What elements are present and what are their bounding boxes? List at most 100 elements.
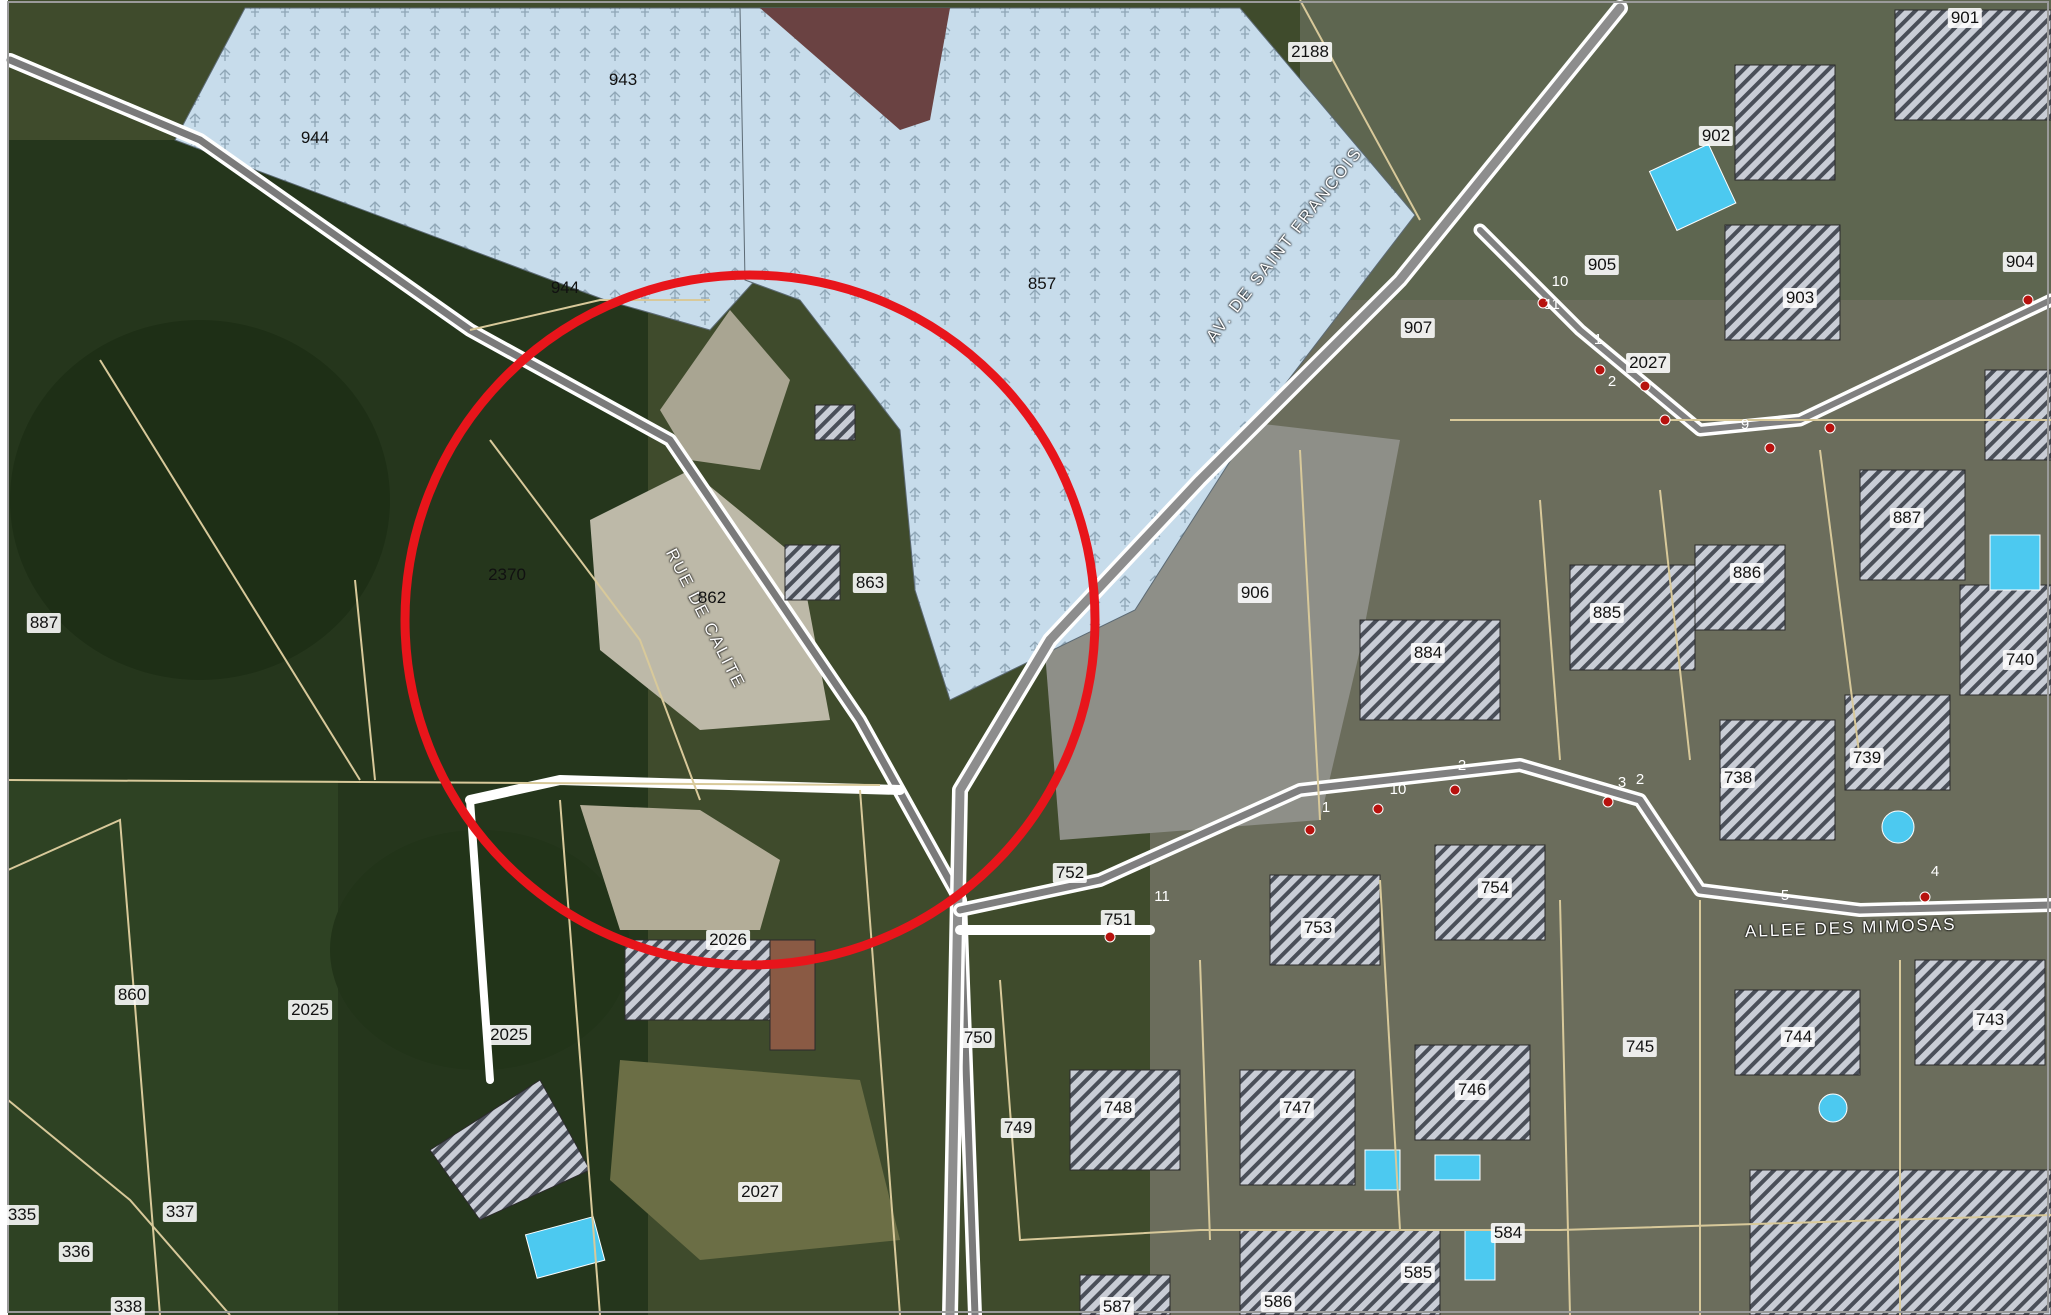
parcel-label-903: 903 — [1782, 288, 1818, 308]
building — [1359, 619, 1501, 721]
building — [1569, 564, 1696, 671]
highlight-circle[interactable] — [400, 270, 1100, 970]
parcel-label-739: 739 — [1849, 748, 1885, 768]
road-marker-dots — [1104, 294, 2034, 943]
road-marker-label: 1 — [1593, 331, 1603, 348]
parcel-label-907: 907 — [1400, 318, 1436, 338]
road-marker-label: 11 — [1544, 296, 1560, 313]
parcel-label-886: 886 — [1729, 563, 1765, 583]
road-marker-label: 10 — [1551, 273, 1569, 290]
parcel-label-751: 751 — [1100, 910, 1136, 930]
parcel-label-584: 584 — [1490, 1223, 1526, 1243]
parcel-label-906: 906 — [1237, 583, 1273, 603]
pool — [1464, 1229, 1496, 1281]
building — [429, 1079, 591, 1221]
parcel-label-863: 863 — [852, 573, 888, 593]
parcel-label-745: 745 — [1622, 1037, 1658, 1057]
parcel-label-750: 750 — [960, 1028, 996, 1048]
building — [1984, 369, 2051, 461]
road-marker-label: 9 — [1740, 416, 1750, 433]
parcel-label-884: 884 — [1410, 643, 1446, 663]
parcel-label-753: 753 — [1300, 918, 1336, 938]
parcel-label-902: 902 — [1698, 126, 1734, 146]
parcel-label-2027: 2027 — [1626, 353, 1670, 373]
building — [1734, 64, 1836, 181]
road-network — [3, 0, 2051, 1315]
greenhouse-strip — [760, 8, 950, 130]
pool — [1648, 143, 1737, 232]
parcel-label-743: 743 — [1972, 1010, 2008, 1030]
map-frame — [7, 1, 2049, 1313]
pool — [1881, 810, 1915, 844]
pool — [1818, 1093, 1848, 1123]
road-marker-label: 3 — [1617, 774, 1627, 791]
parcel-label-905: 905 — [1584, 255, 1620, 275]
building — [784, 544, 841, 601]
pool — [1434, 1154, 1481, 1181]
parcel-label-943: 943 — [608, 70, 638, 89]
parcel-label-2027-south: 2027 — [738, 1182, 782, 1202]
parcel-label-2025: 2025 — [487, 1025, 531, 1045]
clearing-north — [660, 310, 790, 470]
building — [1734, 989, 1861, 1076]
parking-west — [580, 805, 780, 930]
parcel-label-585: 585 — [1400, 1263, 1436, 1283]
parcel-label-338: 338 — [110, 1297, 146, 1315]
parcel-label-754: 754 — [1477, 878, 1513, 898]
road-marker-label: 11 — [1154, 888, 1170, 905]
parcel-label-336: 336 — [58, 1242, 94, 1262]
building — [1069, 1069, 1181, 1171]
road-marker-label: 2 — [1457, 757, 1467, 774]
building — [1959, 584, 2051, 696]
parcel-label-2026: 2026 — [706, 930, 750, 950]
parcel-label-860: 860 — [114, 985, 150, 1005]
parcel-label-744: 744 — [1780, 1027, 1816, 1047]
pool — [1364, 1149, 1401, 1191]
parcel-label-887-west: 887 — [26, 613, 62, 633]
parcel-label-747: 747 — [1279, 1098, 1315, 1118]
parcel-label-740: 740 — [2002, 650, 2038, 670]
parcel-label-587: 587 — [1099, 1297, 1135, 1315]
parcel-label-857: 857 — [1027, 274, 1057, 293]
parcel-label-335: 335 — [4, 1205, 40, 1225]
building — [1724, 224, 1841, 341]
pools — [524, 143, 2041, 1281]
parcel-label-2188: 2188 — [1288, 42, 1332, 62]
tree-cluster — [10, 320, 390, 680]
parcel-label-2025: 2025 — [288, 1000, 332, 1020]
parcel-label-337: 337 — [162, 1202, 198, 1222]
building — [814, 404, 856, 441]
parcel-label-862: 862 — [697, 588, 727, 607]
road-marker-label: 4 — [1930, 863, 1940, 880]
building — [1894, 9, 2051, 121]
parcel-label-746: 746 — [1454, 1080, 1490, 1100]
parcel-label-944: 944 — [550, 278, 580, 297]
parcel-label-885: 885 — [1589, 603, 1625, 623]
parcel-boundaries — [7, 0, 2051, 1315]
road-marker-label: 2 — [1607, 373, 1617, 390]
parcel-label-901: 901 — [1947, 8, 1983, 28]
greenhouse-857 — [739, 7, 1416, 701]
forest-south — [8, 780, 338, 1315]
road-marker-label: 10 — [1389, 781, 1407, 798]
parcel-label-748: 748 — [1100, 1098, 1136, 1118]
parcel-label-887: 887 — [1889, 508, 1925, 528]
pool — [524, 1216, 606, 1279]
parcel-label-752: 752 — [1052, 863, 1088, 883]
parcel-label-944: 944 — [300, 128, 330, 147]
parcel-label-738: 738 — [1720, 768, 1756, 788]
road-marker-label: 2 — [1635, 771, 1645, 788]
parcel-label-749: 749 — [1000, 1118, 1036, 1138]
road-marker-label: 1 — [1321, 799, 1331, 816]
parcel-label-904: 904 — [2002, 252, 2038, 272]
building — [1239, 1069, 1356, 1186]
parcel-label-2370: 2370 — [488, 565, 526, 584]
road-marker-label: 5 — [1780, 887, 1790, 904]
pool — [1989, 534, 2041, 591]
building — [1844, 694, 1951, 791]
clearing-2027 — [610, 1060, 900, 1260]
building — [1694, 544, 1786, 631]
parcel-label-586: 586 — [1260, 1292, 1296, 1312]
